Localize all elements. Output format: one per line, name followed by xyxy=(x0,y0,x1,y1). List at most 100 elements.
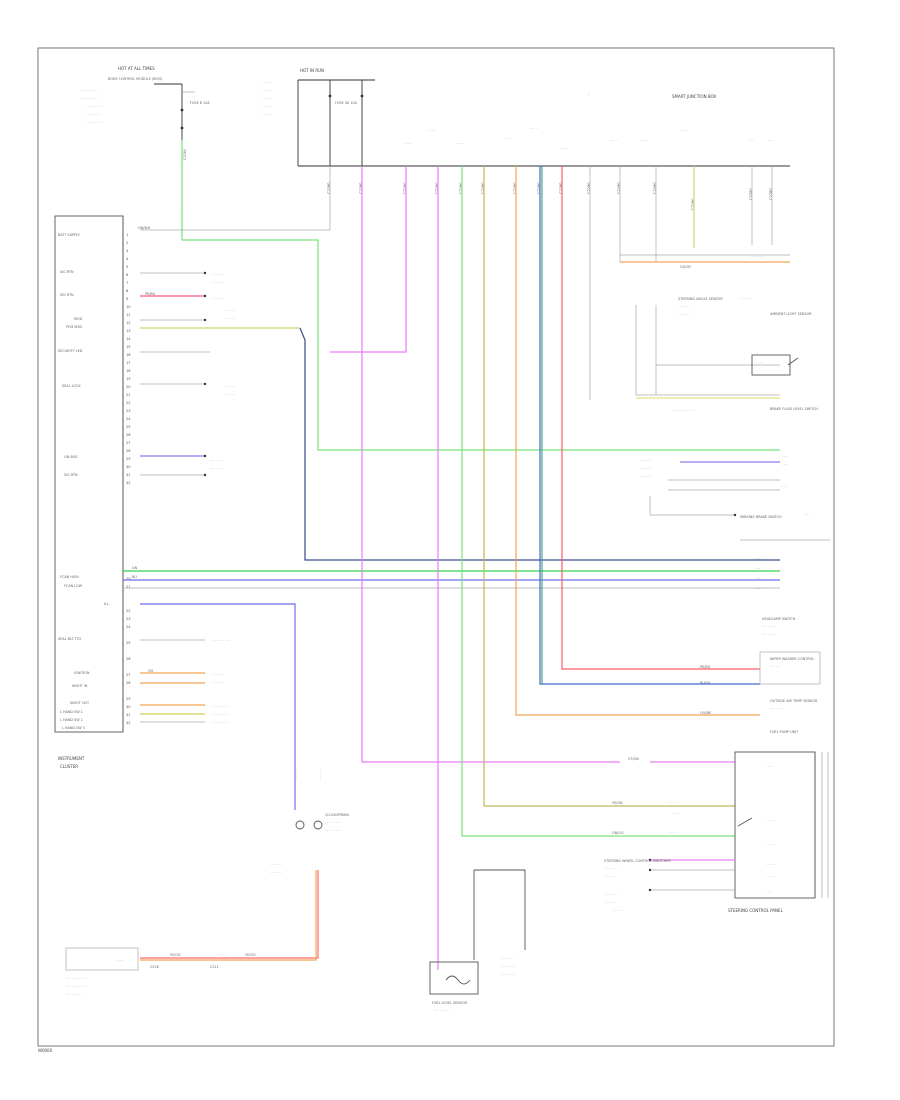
svg-text:30: 30 xyxy=(126,705,131,709)
svg-text:· · · · · · · · · · ·: · · · · · · · · · · · xyxy=(672,409,695,413)
svg-text:PK/BU: PK/BU xyxy=(145,292,156,296)
svg-text:· · · ·: · · · · xyxy=(755,587,763,591)
svg-text:1: 1 xyxy=(126,233,128,237)
svg-text:· · · · · · · ·: · · · · · · · · xyxy=(212,721,228,725)
svg-text:7: 7 xyxy=(126,281,128,285)
svg-text:· · · · · · ·: · · · · · · · xyxy=(500,957,514,961)
svg-text:· · · · · · · ·: · · · · · · · · xyxy=(500,973,516,977)
svg-text:· · · · ·: · · · · · xyxy=(262,105,272,109)
svg-text:C2280: C2280 xyxy=(403,182,407,194)
svg-text:29: 29 xyxy=(126,697,131,701)
svg-text:· · · · · · ·: · · · · · · · xyxy=(604,893,618,897)
svg-text:19: 19 xyxy=(126,377,131,381)
svg-text:22: 22 xyxy=(126,401,131,405)
svg-text:C2280: C2280 xyxy=(435,182,439,194)
svg-text:· · ·: · · · xyxy=(748,139,753,143)
bcm-label: BODY CONTROL MODULE (BCM) xyxy=(108,77,163,81)
svg-text:· · · · · · · ·: · · · · · · · · xyxy=(66,993,82,997)
svg-text:· · · · · ·: · · · · · · xyxy=(270,871,282,875)
svg-text:23: 23 xyxy=(126,617,131,621)
svg-text:C2280: C2280 xyxy=(653,182,657,194)
svg-text:5: 5 xyxy=(126,265,128,269)
pin-pcm-msg: PCM MSG xyxy=(66,325,82,329)
svg-text:14: 14 xyxy=(126,337,131,341)
svg-text:· · · · ·: · · · · · xyxy=(262,97,272,101)
svg-text:· · · · ·: · · · · · xyxy=(766,819,776,823)
svg-text:· · ·: · · · xyxy=(782,485,787,489)
svg-text:6: 6 xyxy=(126,273,129,277)
svg-text:· · · · · · · · ·: · · · · · · · · · xyxy=(80,89,98,93)
svg-text:· · · · · ·: · · · · · · xyxy=(640,467,652,471)
pin-lhand-2: L HAND SW 2 xyxy=(60,718,83,722)
svg-text:· · · · · ·: · · · · · · xyxy=(212,297,224,301)
pin-lhand-1: L HAND SW 1 xyxy=(60,710,83,714)
svg-text:· · · · ·: · · · · · xyxy=(319,770,323,780)
svg-text:2: 2 xyxy=(126,241,128,245)
fuse-b-label: FUSE 36 10A xyxy=(335,101,358,105)
svg-text:· · ·: · · · xyxy=(805,513,810,517)
svg-text:· · ·: · · · xyxy=(768,139,773,143)
svg-text:· · · · · ·: · · · · · · xyxy=(604,901,616,905)
svg-text:25: 25 xyxy=(126,425,131,429)
bottom-left-component: · · · · · · · · · · · · · · · · · · · · … xyxy=(65,947,139,997)
svg-text:18: 18 xyxy=(126,369,131,373)
svg-text:4: 4 xyxy=(126,257,129,261)
svg-text:· · · ·: · · · · xyxy=(640,139,648,143)
svg-text:C2280: C2280 xyxy=(459,182,463,194)
wire-bu-ill xyxy=(140,603,296,810)
pin-seal-lock: SEAL LOCK xyxy=(62,384,81,388)
svg-text:3: 3 xyxy=(126,249,128,253)
svg-text:· · · · ·: · · · · · xyxy=(668,801,678,805)
svg-text:· · · · · · · ·: · · · · · · · · xyxy=(434,1009,450,1013)
svg-text:· · · · · · ·: · · · · · · · xyxy=(86,113,100,117)
parking-brake-label: PARKING BRAKE SWITCH xyxy=(740,515,782,519)
footer-code: W0000 xyxy=(38,1048,53,1053)
svg-text:· · ·: · · · xyxy=(220,953,225,957)
steering-control-panel-label: STEERING CONTROL PANEL xyxy=(728,908,784,913)
svg-text:· · · · ·: · · · · · xyxy=(295,770,299,780)
svg-text:24: 24 xyxy=(126,417,131,421)
svg-text:20: 20 xyxy=(126,577,131,581)
svg-text:· · · · ·: · · · · · xyxy=(766,875,776,879)
svg-text:· · · · · ·: · · · · · · xyxy=(210,459,222,463)
brake-fluid-label: BRAKE FLUID LEVEL SWITCH xyxy=(770,407,818,411)
svg-text:· · · · · ·: · · · · · · xyxy=(212,281,224,285)
svg-text:28: 28 xyxy=(126,449,131,453)
steering-wheel-ctrl-label: STEERING WHEEL CONTROL SWITCHES xyxy=(604,859,670,863)
smart-junction-label: SMART JUNCTION BOX xyxy=(672,94,716,99)
svg-text:C2280: C2280 xyxy=(559,182,563,194)
svg-text:· · · · ·: · · · · · xyxy=(262,113,272,117)
svg-text:C2280: C2280 xyxy=(587,182,591,194)
svg-text:17: 17 xyxy=(126,361,131,365)
pin-night-in: NIGHT IN xyxy=(72,684,88,688)
svg-text:· · · · · · ·: · · · · · · · xyxy=(762,625,776,629)
pin-ill: ILL xyxy=(104,602,109,606)
svg-text:· · · · ·: · · · · · xyxy=(262,89,272,93)
pin-sig-rtn-3: SIG RTN xyxy=(64,473,78,477)
svg-text:· · · · · · · ·: · · · · · · · · xyxy=(86,105,102,109)
svg-text:31: 31 xyxy=(126,473,131,477)
svg-text:13: 13 xyxy=(126,329,131,333)
fuel-level-label: FUEL LEVEL SENSOR xyxy=(432,1001,468,1005)
svg-text:· · · · ·: · · · · · xyxy=(262,81,272,85)
svg-text:C2280: C2280 xyxy=(513,182,517,194)
svg-text:· · · · ·: · · · · · xyxy=(225,385,235,389)
hot-in-run-label: HOT IN RUN xyxy=(300,68,324,73)
pin-sig-rtn-2: SIG RTN xyxy=(60,293,74,297)
svg-text:GN/OG: GN/OG xyxy=(612,831,624,835)
hot-at-all-times-block: HOT AT ALL TIMES BODY CONTROL MODULE (BC… xyxy=(80,66,210,160)
fuel-level-sensor: FUEL LEVEL SENSOR · · · · · · · · · · · … xyxy=(429,869,526,1013)
svg-text:· · · ·: · · · · xyxy=(766,765,774,769)
pin-mod: MOD xyxy=(74,317,83,321)
svg-text:26: 26 xyxy=(126,657,131,661)
svg-text:16: 16 xyxy=(126,353,131,357)
instrument-cluster: BATT SUPPLY SIG RTN SIG RTN MOD PCM MSG … xyxy=(54,215,131,769)
svg-text:C211: C211 xyxy=(210,965,219,969)
svg-text:· · · · · · · ·: · · · · · · · · xyxy=(325,829,341,833)
svg-text:· · · · ·: · · · · · xyxy=(225,393,235,397)
pin-ignition: IGNITION xyxy=(74,671,90,675)
svg-text:· · · ·: · · · · xyxy=(755,577,763,581)
svg-text:· · · · · · · ·: · · · · · · · · xyxy=(325,821,341,825)
svg-text:· · · · ·: · · · · · xyxy=(225,317,235,321)
